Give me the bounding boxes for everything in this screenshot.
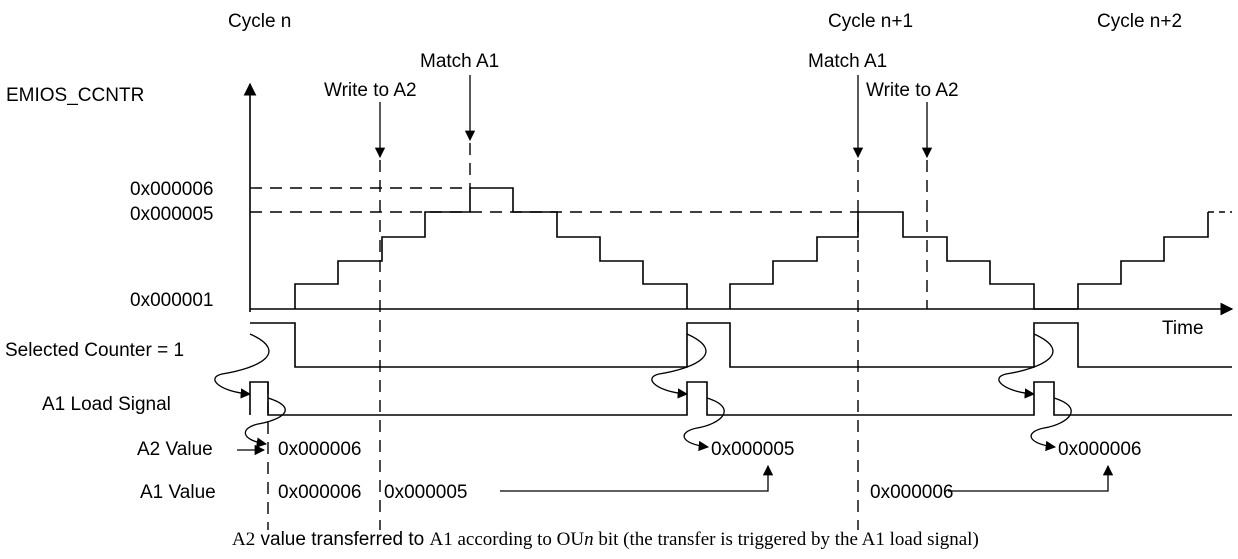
a1-load-signal-label: A1 Load Signal <box>42 394 171 415</box>
write-a2-label-1: Write to A2 <box>324 80 417 101</box>
a2-value-3: 0x000006 <box>1058 439 1141 460</box>
selected-counter-wave <box>250 322 1232 368</box>
cycle-n1-label: Cycle n+1 <box>828 11 913 32</box>
tick-0x000006: 0x000006 <box>130 179 213 200</box>
tick-0x000005: 0x000005 <box>130 204 213 225</box>
curve-sel-to-load-2 <box>651 333 707 399</box>
a2-value-label: A2 Value <box>137 439 213 460</box>
a2-value-2: 0x000005 <box>711 439 794 460</box>
curve-sel-to-load-3 <box>998 333 1054 399</box>
a1-value-3: 0x000006 <box>870 482 953 503</box>
caption: A2 value transferred to A1 according to … <box>232 529 979 550</box>
a1-value-1: 0x000006 <box>278 482 361 503</box>
transfer-arrow-1 <box>500 464 774 492</box>
match-a1-label-1: Match A1 <box>420 51 499 72</box>
tick-0x000001: 0x000001 <box>130 290 213 311</box>
counter-staircase-3 <box>1077 212 1209 309</box>
match-a1-label-2: Match A1 <box>808 51 887 72</box>
cycle-n-label: Cycle n <box>228 11 291 32</box>
write-a2-label-2: Write to A2 <box>866 80 959 101</box>
curve-sel-to-load-1 <box>214 333 270 399</box>
transfer-arrow-2 <box>948 464 1114 492</box>
a2-value-1: 0x000006 <box>278 439 361 460</box>
a1-load-signal-wave <box>249 381 1232 416</box>
a1-value-2: 0x000005 <box>384 482 467 503</box>
x-axis-label: Time <box>1162 318 1204 339</box>
selected-counter-label: Selected Counter = 1 <box>5 340 184 361</box>
counter-staircase-2 <box>729 211 1078 310</box>
a1-value-label: A1 Value <box>140 482 216 503</box>
curve-load-to-a2-2 <box>683 397 725 452</box>
counter-staircase-1 <box>294 187 688 309</box>
curve-load-to-a2-1 <box>244 397 286 448</box>
y-axis-label: EMIOS_CCNTR <box>6 85 144 106</box>
cycle-n2-label: Cycle n+2 <box>1097 11 1182 32</box>
curve-load-to-a2-3 <box>1030 397 1072 452</box>
